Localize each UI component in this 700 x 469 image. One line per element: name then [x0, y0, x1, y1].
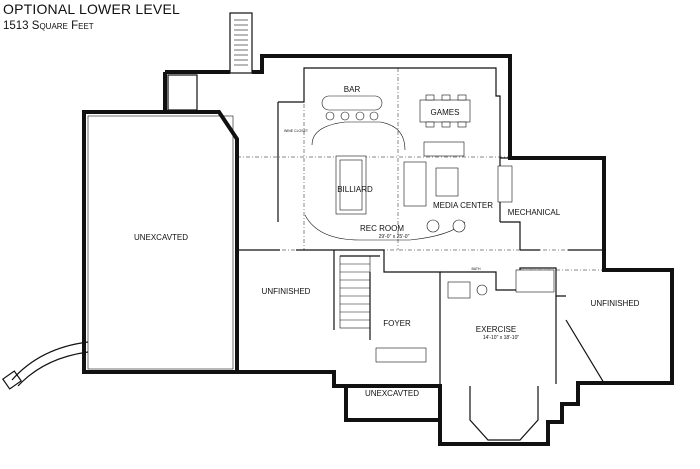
plan-title: OPTIONAL LOWER LEVEL	[3, 1, 180, 17]
interior-stair	[339, 255, 371, 329]
sofa	[423, 141, 465, 157]
rec-room-outline	[311, 121, 406, 151]
games-table	[419, 94, 471, 128]
chair-left	[426, 219, 440, 233]
room-label-rec-room: REC ROOM	[360, 224, 404, 233]
rec-room-outline-lower	[304, 214, 466, 241]
exterior-walls	[82, 54, 674, 446]
room-label-exercise: EXERCISE	[476, 325, 516, 334]
media-ottoman	[435, 167, 459, 197]
room-label-unexcavated-left: UNEXCAVTED	[134, 233, 188, 242]
mechanical-unit	[497, 165, 513, 203]
foyer-bench	[375, 347, 427, 363]
billiard-table	[335, 155, 367, 215]
entry-walkway	[1, 341, 89, 390]
media-sectional	[403, 161, 427, 207]
rec-room-dimensions: 29'-0" x 25'-0"	[379, 234, 410, 240]
exterior-stair	[229, 12, 253, 74]
bar-counter	[321, 95, 383, 121]
room-label-media-center: MEDIA CENTER	[433, 201, 493, 210]
room-label-billiard: BILLIARD	[337, 185, 373, 194]
bath-sink	[447, 281, 471, 299]
chair-right	[452, 219, 466, 233]
plan-subtitle: 1513 Square Feet	[3, 20, 94, 32]
room-label-unexcavated-bottom: UNEXCAVTED	[365, 389, 419, 398]
beam-lines	[237, 68, 672, 271]
toilet	[476, 284, 488, 296]
room-label-bath: BATH	[471, 267, 481, 271]
billiard-felt	[339, 159, 363, 211]
bay-window	[469, 386, 539, 441]
room-label-wine-closet: WINE CLOSET	[284, 129, 309, 133]
room-label-foyer: FOYER	[383, 319, 411, 328]
room-label-unfinished-left: UNFINISHED	[262, 287, 311, 296]
room-label-mechanical: MECHANICAL	[508, 208, 561, 217]
room-label-bar: BAR	[344, 85, 361, 94]
bath-vanity	[515, 269, 555, 293]
room-label-games: GAMES	[431, 108, 460, 117]
room-label-unfinished-right: UNFINISHED	[591, 299, 640, 308]
exercise-dimensions: 14'-10" x 18'-10"	[483, 335, 520, 341]
